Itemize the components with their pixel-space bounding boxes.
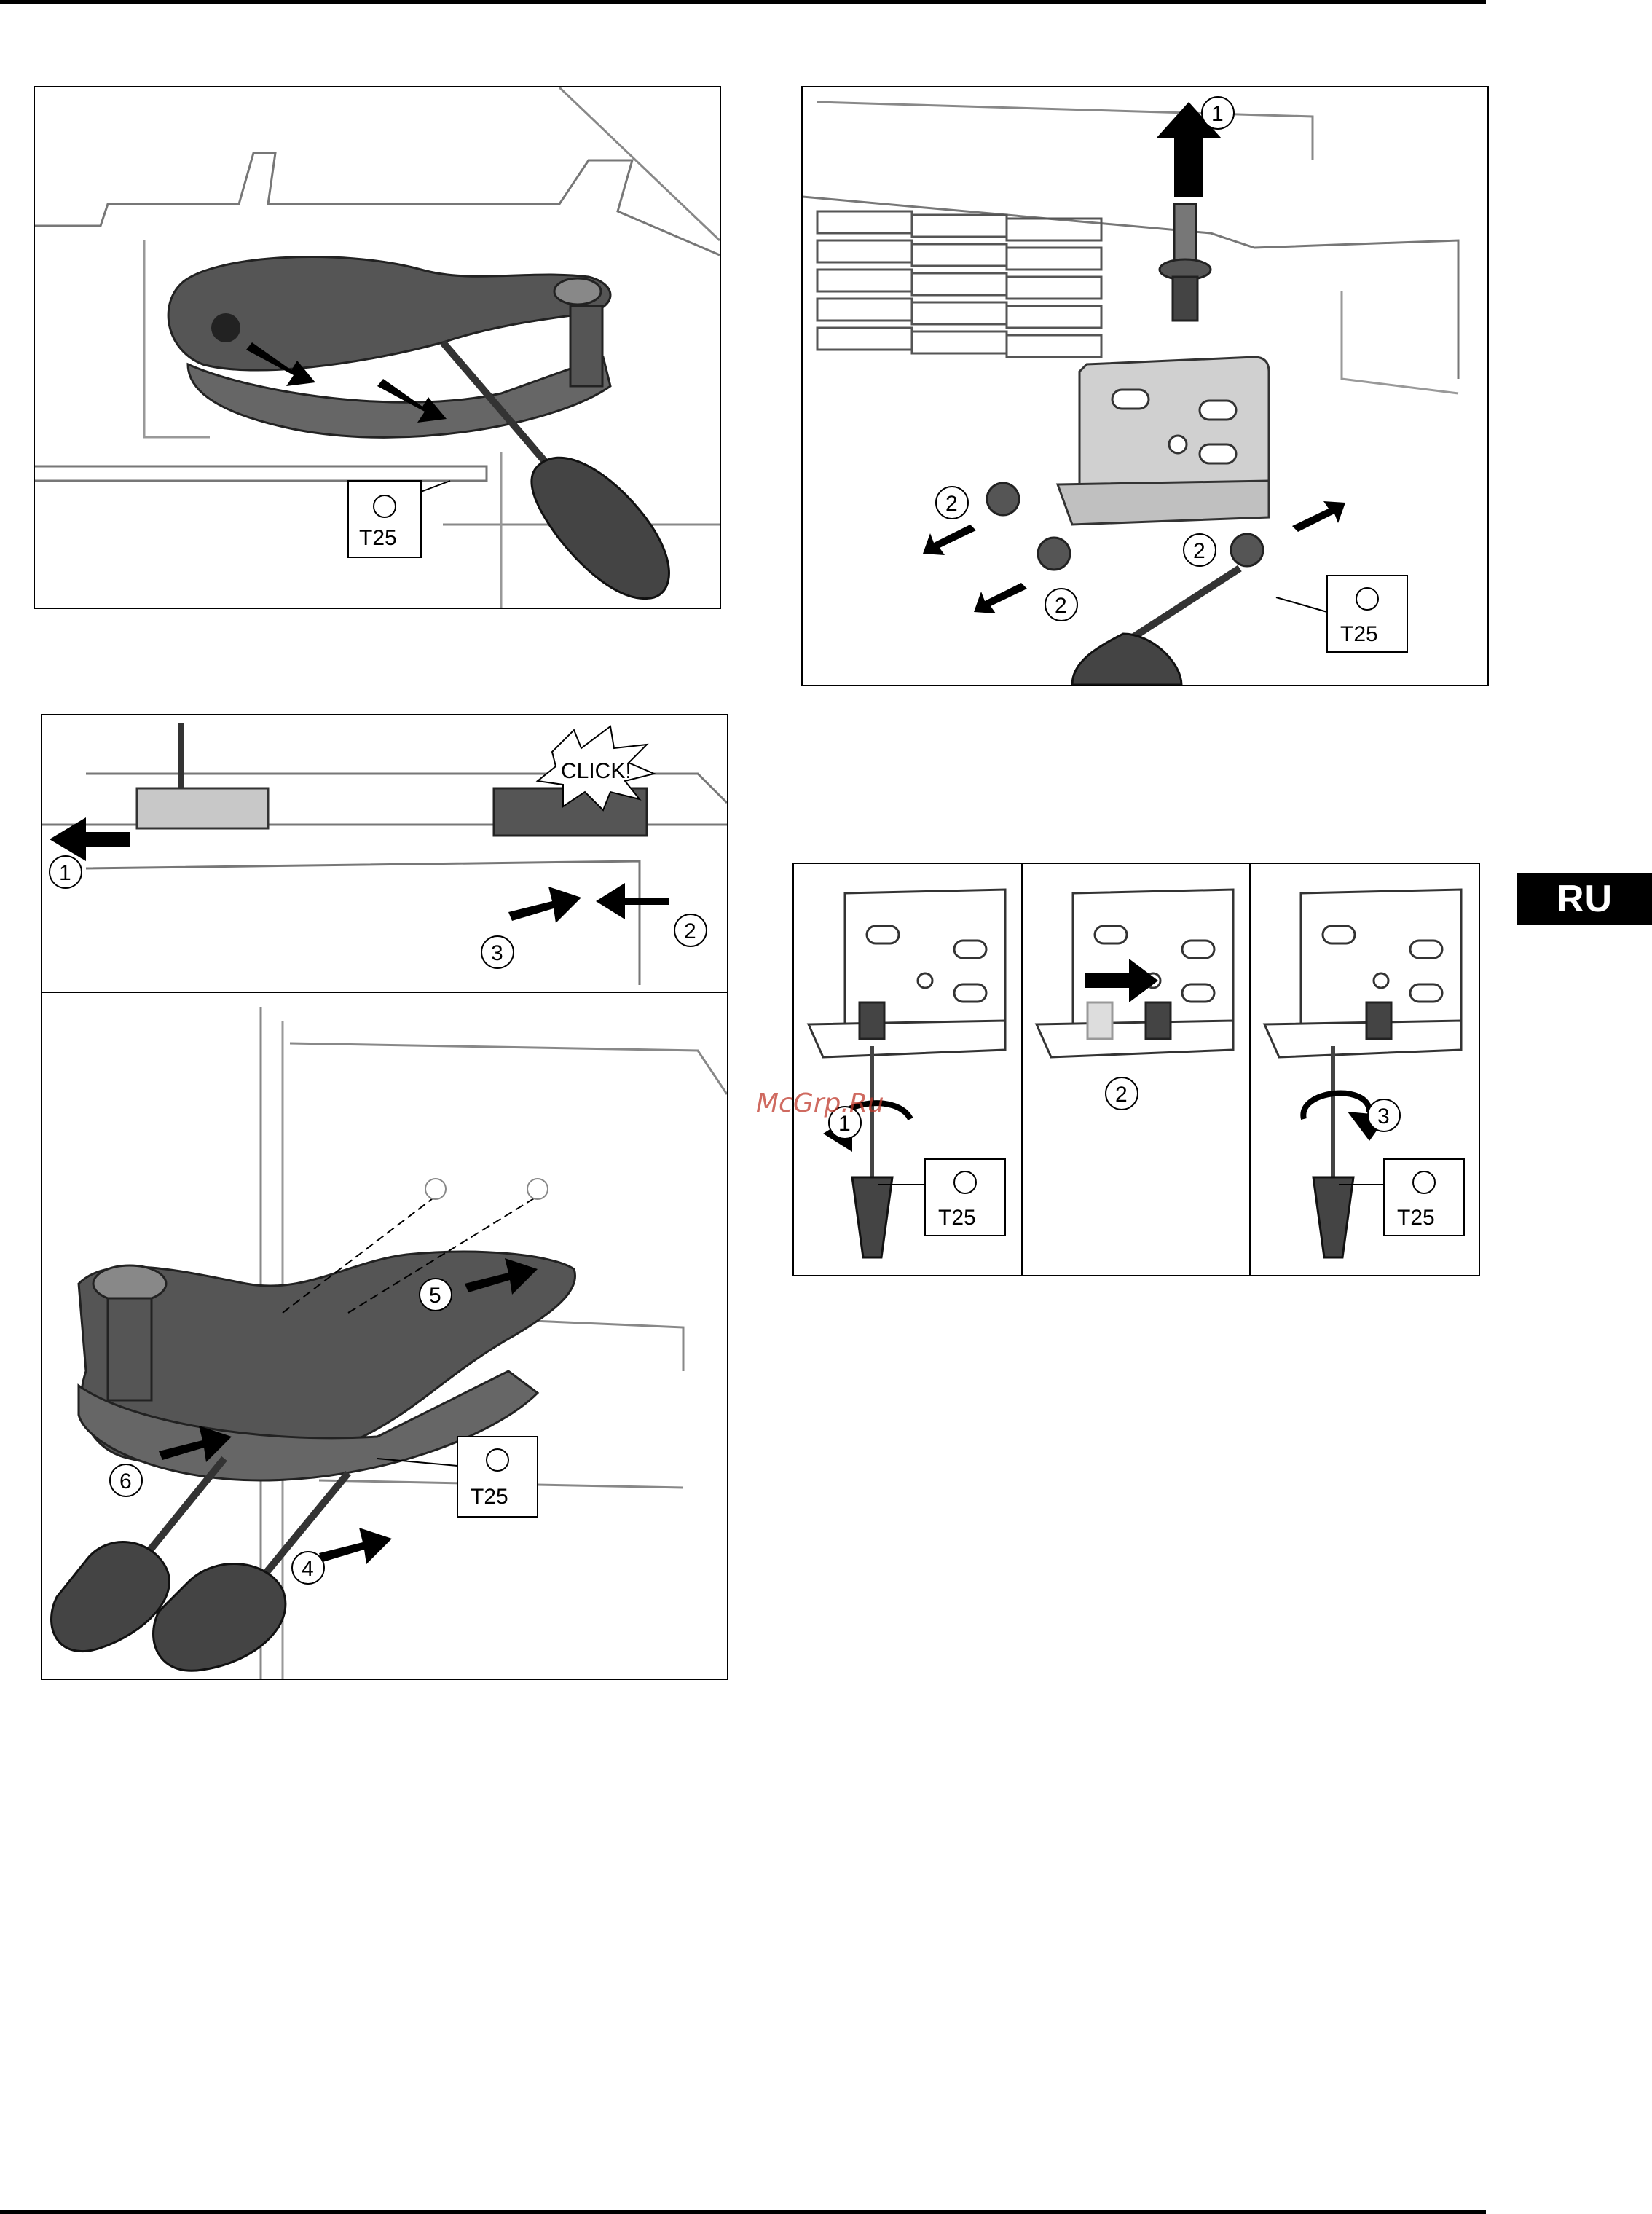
fig4-tool-label-1: T25: [938, 1206, 976, 1230]
fig4-step-3: 3: [1377, 1104, 1390, 1128]
torx-label-box: T25: [1327, 576, 1407, 652]
figure-2-drawing: 1 2 2: [803, 87, 1487, 685]
fig3-tool-label: T25: [471, 1485, 508, 1509]
top-rule: [0, 0, 1486, 4]
hinge-icon: [1264, 890, 1461, 1057]
figure-1-drawing: T25: [35, 87, 720, 608]
fig2-step-2c: 2: [1193, 539, 1205, 563]
figure-2-pin-removal: 1 2 2: [801, 86, 1489, 686]
fig2-step-1: 1: [1211, 102, 1224, 126]
watermark: McGrp.Ru: [756, 1088, 884, 1118]
figure-3-hinge-reinstall: CLICK! 1 2 3 5: [41, 714, 728, 1680]
cover-cap-left: [137, 788, 268, 828]
fig3-step-3: 3: [491, 941, 503, 965]
figure-4-drawing: 1 T25 2: [794, 864, 1479, 1275]
fig2-tool-label: T25: [1340, 622, 1378, 646]
ventilation-grille: [817, 211, 1101, 357]
torx-label-box: T25: [457, 1437, 538, 1517]
fig3-step-4: 4: [302, 1557, 314, 1581]
figure-3-drawing: CLICK! 1 2 3 5: [42, 715, 727, 1679]
figure-4-bracket-adjustment: 1 T25 2: [792, 863, 1480, 1276]
hinge-pin: [1160, 204, 1211, 321]
fig4-step-2: 2: [1115, 1083, 1128, 1107]
fig3-step-5: 5: [429, 1284, 441, 1308]
fig1-tool-label: T25: [359, 526, 397, 550]
torx-label-box: T25: [1384, 1159, 1464, 1236]
fig2-step-2b: 2: [1055, 594, 1067, 618]
screwdriver-icon: [1313, 1177, 1353, 1257]
fig2-step-2a: 2: [945, 492, 958, 516]
click-label: CLICK!: [561, 759, 632, 783]
figure-1-hinge-removal: T25: [34, 86, 721, 609]
language-tab: RU: [1517, 873, 1652, 925]
screwdriver-icon: [852, 1177, 892, 1257]
torx-label-box: T25: [348, 481, 421, 557]
fig4-tool-label-2: T25: [1397, 1206, 1435, 1230]
arrow-icon: [319, 1528, 392, 1564]
hinge-icon: [809, 890, 1005, 1057]
hinge-icon: [168, 257, 610, 438]
torx-label-box: T25: [925, 1159, 1005, 1236]
arrow-icon: [596, 883, 669, 919]
arrow-icon: [508, 887, 581, 923]
fig3-step-6: 6: [119, 1469, 132, 1493]
hinge-icon: [1058, 357, 1269, 525]
bottom-rule: [0, 2210, 1486, 2214]
fig3-step-1: 1: [59, 861, 71, 885]
fig3-step-2: 2: [684, 919, 696, 943]
